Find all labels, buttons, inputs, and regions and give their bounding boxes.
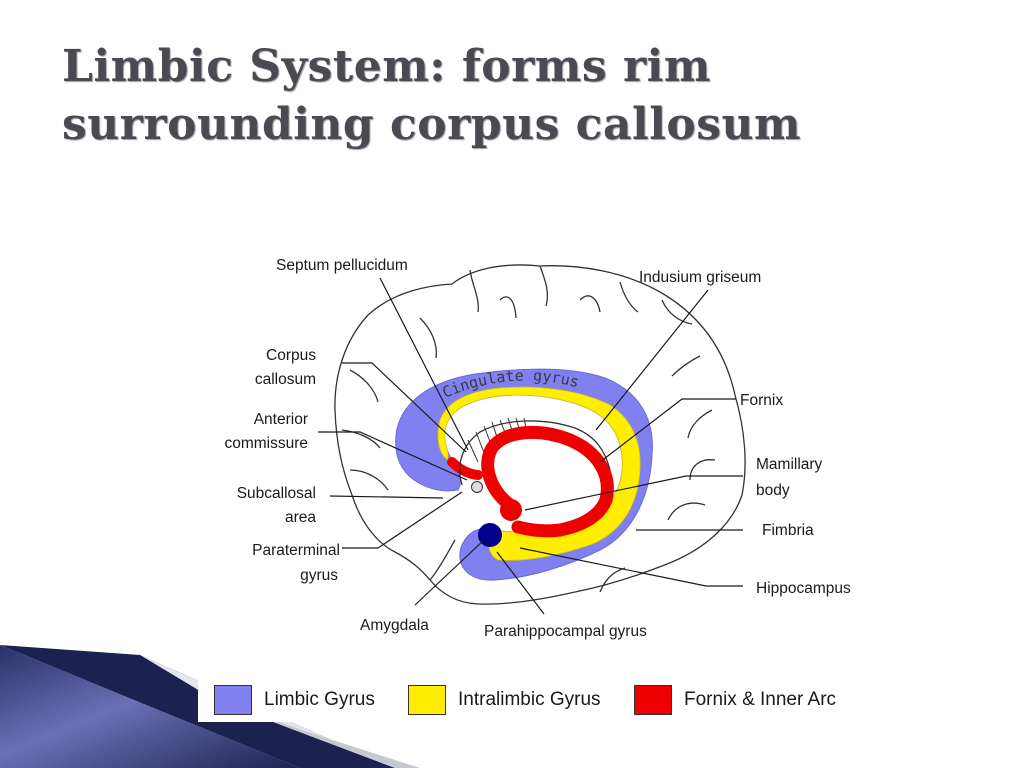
label-parahippocampal-gyrus: Parahippocampal gyrus: [484, 623, 647, 640]
legend-swatch-intralimbic-gyrus: [408, 685, 446, 715]
title-line-1: Limbic System: forms rim: [62, 41, 711, 92]
legend-swatch-fornix-inner-arc: [634, 685, 672, 715]
label-corpus-callosum-line1: Corpus: [266, 347, 316, 364]
label-hippocampus: Hippocampus: [756, 580, 851, 597]
legend-swatch-limbic-gyrus: [214, 685, 252, 715]
legend-label-intralimbic-gyrus: Intralimbic Gyrus: [458, 689, 601, 710]
legend: Limbic Gyrus Intralimbic Gyrus Fornix & …: [198, 676, 878, 722]
anterior-commissure: [471, 481, 483, 493]
label-subcallosal-area-line2: area: [285, 509, 316, 526]
legend-item-intralimbic-gyrus: Intralimbic Gyrus: [408, 685, 601, 715]
brain-outline: [334, 264, 746, 605]
label-amygdala: Amygdala: [360, 617, 429, 634]
legend-item-fornix-inner-arc: Fornix & Inner Arc: [634, 685, 836, 715]
title-line-2: surrounding corpus callosum: [62, 99, 802, 150]
legend-label-limbic-gyrus: Limbic Gyrus: [264, 689, 375, 710]
label-mamillary-body-line1: Mamillary: [756, 456, 823, 473]
fornix-arc: [481, 425, 614, 538]
label-paraterminal-gyrus-line2: gyrus: [300, 567, 338, 584]
diagram-labels: Septum pellucidum Indusium griseum Corpu…: [224, 257, 851, 640]
label-fornix: Fornix: [740, 392, 783, 409]
leader-lines: [318, 277, 743, 615]
label-anterior-commissure-line1: Anterior: [254, 411, 308, 428]
legend-item-limbic-gyrus: Limbic Gyrus: [214, 685, 375, 715]
corpus-callosum-lower-edge: [459, 420, 611, 486]
inner-arc-strip: [447, 457, 483, 480]
amygdala: [478, 523, 502, 547]
slide-title: Limbic System: forms rim surrounding cor…: [62, 38, 1002, 154]
label-paraterminal-gyrus-line1: Paraterminal: [252, 542, 340, 559]
label-mamillary-body-line2: body: [756, 482, 790, 499]
legend-label-fornix-inner-arc: Fornix & Inner Arc: [684, 689, 837, 710]
brain-lower-boundary: [429, 539, 456, 581]
label-indusium-griseum: Indusium griseum: [639, 269, 761, 286]
intralimbic-gyrus-region: [437, 386, 641, 561]
brain-sulci: [341, 265, 716, 593]
label-subcallosal-area-line1: Subcallosal: [237, 485, 316, 502]
label-fimbria: Fimbria: [762, 522, 814, 539]
label-corpus-callosum-line2: callosum: [255, 371, 316, 388]
label-septum-pellucidum: Septum pellucidum: [276, 257, 408, 274]
label-anterior-commissure-line2: commissure: [224, 435, 308, 452]
mamillary-body: [500, 499, 522, 521]
